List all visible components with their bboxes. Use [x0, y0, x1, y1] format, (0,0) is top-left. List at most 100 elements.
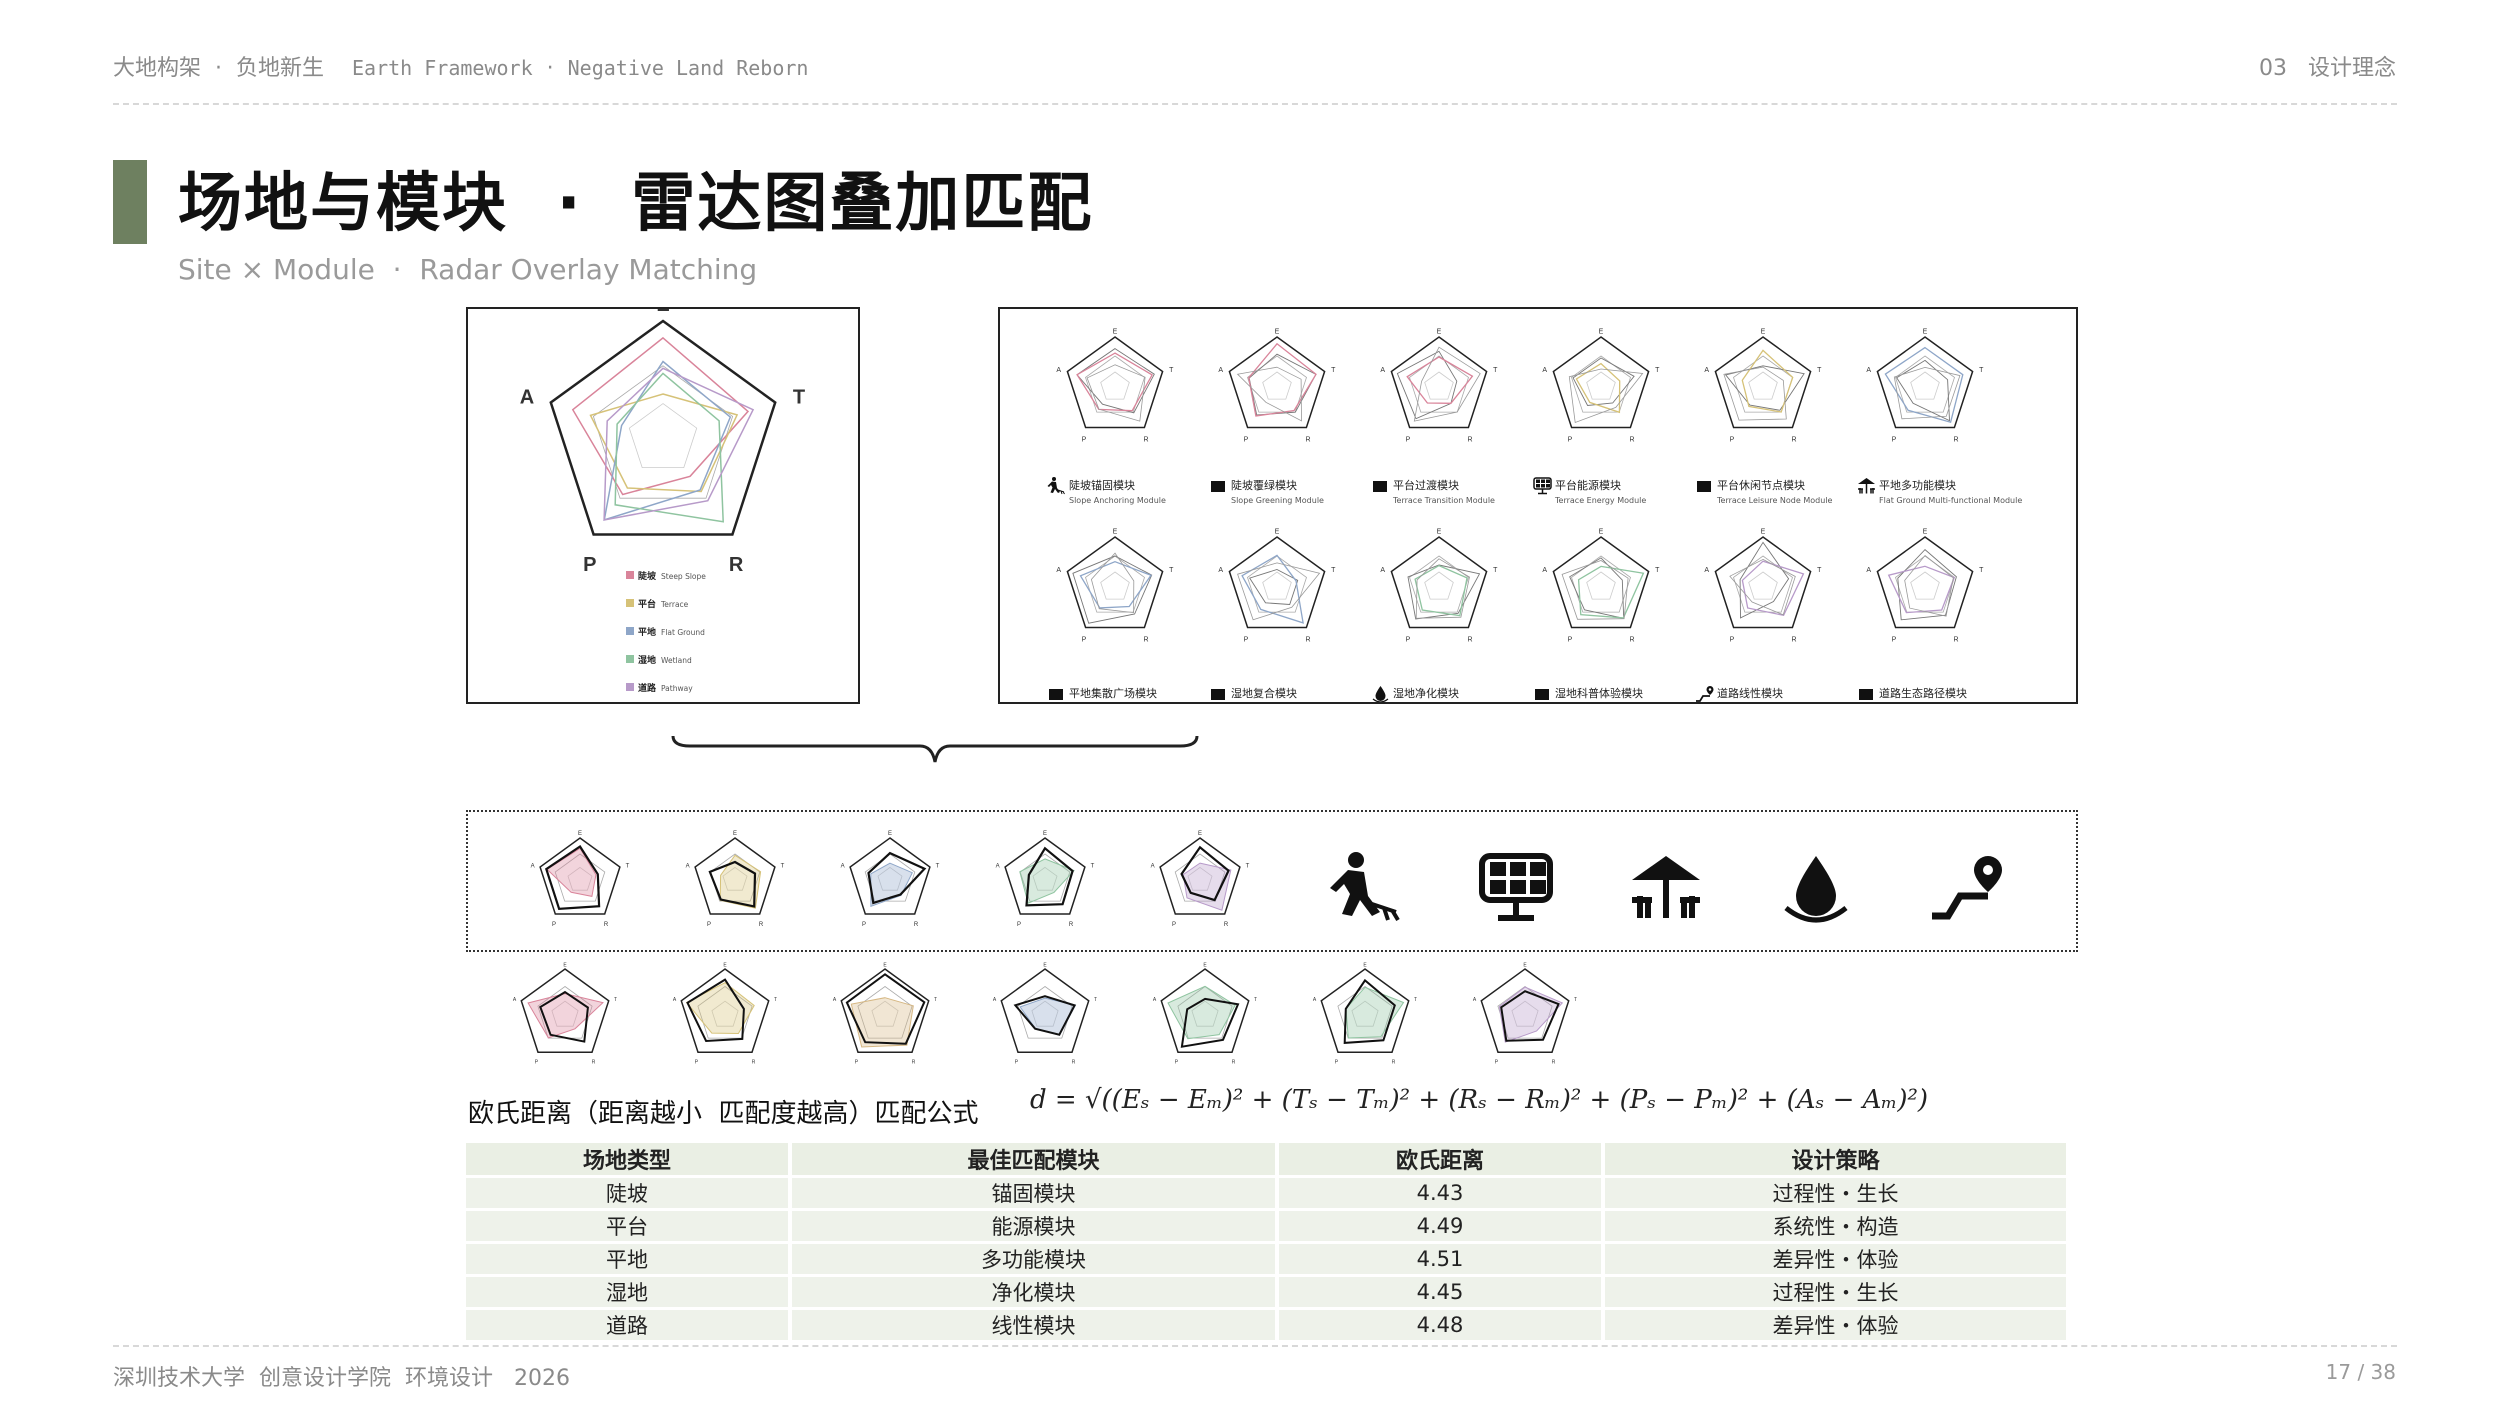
icon-part — [1211, 481, 1225, 492]
radar-ring — [1511, 1000, 1539, 1027]
radar-series — [850, 997, 914, 1048]
radar-axis-label: P — [862, 922, 866, 928]
radar-ring — [697, 986, 753, 1039]
radar-axis-label: P — [855, 1060, 859, 1066]
module-name-cn: 陡坡锚固模块 — [1069, 478, 1135, 492]
radar-axis-label: R — [759, 922, 764, 928]
radar-series — [1723, 366, 1787, 421]
radar-ring — [1733, 355, 1793, 413]
radar-axis-label: E — [1043, 831, 1047, 837]
forest-path-icon — [1859, 689, 1873, 700]
sprout-icon — [1211, 481, 1225, 492]
table-cell: 道路 — [466, 1310, 788, 1340]
radar-axis-label: E — [1437, 329, 1442, 336]
radar-series — [1396, 350, 1458, 420]
radar-series — [1893, 366, 1961, 420]
radar-axis-label: E — [733, 831, 737, 837]
radar-axis-label: T — [1817, 567, 1822, 574]
radar-axis-label: R — [1305, 437, 1310, 444]
radar-series — [1415, 558, 1470, 619]
radar-frame — [1159, 837, 1241, 915]
radar-series — [1897, 548, 1957, 621]
module-name-en: Flat Ground Multi-functional Module — [1879, 496, 2022, 505]
radar-frame — [680, 968, 770, 1053]
legend-swatch — [626, 655, 634, 663]
radar-axis-label: T — [614, 997, 617, 1003]
radar-axis-label: R — [604, 922, 609, 928]
radar-axis-label: R — [1467, 637, 1472, 644]
radar-ring — [592, 365, 734, 499]
radar-frame — [539, 837, 621, 915]
radar-ring — [1571, 355, 1631, 413]
radar-series — [1076, 352, 1153, 412]
radar-axis-label: E — [1275, 529, 1280, 536]
radar-axis-label: T — [1331, 367, 1336, 374]
legend-label-en: Flat Ground — [661, 628, 705, 637]
icon-part — [1490, 862, 1506, 876]
radar-axis-label: T — [774, 997, 777, 1003]
icon-part — [1330, 870, 1380, 916]
legend-label-cn: 平台 — [638, 598, 656, 610]
radar-axis-label: P — [1568, 637, 1573, 644]
table-row: 陡坡 锚固模块 4.43 过程性・生长 — [466, 1178, 2066, 1208]
radar-axis-label: P — [1892, 637, 1897, 644]
icon-part — [1049, 689, 1063, 700]
icon-part — [1983, 865, 1993, 875]
radar-series — [1076, 348, 1155, 414]
icon-part — [1536, 484, 1540, 488]
radar-series — [1248, 342, 1317, 417]
icon-part — [1498, 900, 1534, 921]
icon-part — [1371, 902, 1400, 922]
icon-part — [1538, 489, 1547, 495]
page-number: 17 / 38 — [2325, 1360, 2396, 1384]
radar-axis-label: E — [1113, 529, 1118, 536]
radar-axis-label: E — [1363, 963, 1367, 969]
icon-part — [1373, 481, 1387, 492]
legend-label-cn: 道路 — [638, 682, 657, 694]
radar-axis-label: T — [1574, 997, 1577, 1003]
radar-axis-label: A — [1542, 367, 1547, 374]
table-cell: 过程性・生长 — [1604, 1277, 2066, 1307]
radar-axis-label: R — [1629, 637, 1634, 644]
table-cell: 能源模块 — [792, 1211, 1275, 1241]
icon-part — [1536, 479, 1540, 483]
radar-series — [1724, 365, 1805, 411]
radar-axis-label: A — [520, 387, 534, 409]
icon-part — [1697, 481, 1711, 492]
icon-part — [1047, 481, 1060, 493]
radar-axis-label: T — [1493, 567, 1498, 574]
euclidean-formula: d = √((Eₛ − Eₘ)² + (Tₛ − Tₘ)² + (Rₛ − Rₘ… — [1030, 1085, 1929, 1115]
radar-frame — [849, 837, 931, 915]
radar-ring — [1337, 986, 1393, 1039]
wetland-icon — [1211, 689, 1225, 700]
radar-ring — [1100, 571, 1130, 600]
module-name-cn: 湿地科普体验模块 — [1555, 686, 1643, 700]
radar-axis-label: A — [1218, 367, 1223, 374]
radar-axis-label: A — [513, 997, 517, 1003]
radar-frame — [1480, 968, 1570, 1053]
radar-series — [589, 393, 739, 493]
radar-series — [546, 847, 597, 897]
radar-axis-label: P — [1244, 437, 1249, 444]
radar-series — [571, 336, 750, 496]
radar-axis-label: E — [1203, 963, 1207, 969]
radar-axis-label: T — [781, 863, 785, 869]
radar-axis-label: T — [1655, 367, 1660, 374]
header-subtitle-en: Negative Land Reborn — [567, 56, 809, 80]
hiker-icon — [1047, 477, 1065, 495]
table-cell: 陡坡 — [466, 1178, 788, 1208]
radar-axis-label: A — [1473, 997, 1477, 1003]
icon-part — [1510, 880, 1526, 894]
radar-series — [1237, 562, 1321, 621]
radar-axis-label: R — [912, 1060, 916, 1066]
radar-series — [1577, 565, 1645, 619]
radar-series — [1180, 997, 1240, 1048]
radar-ring — [1910, 571, 1940, 600]
radar-series — [1407, 564, 1481, 620]
